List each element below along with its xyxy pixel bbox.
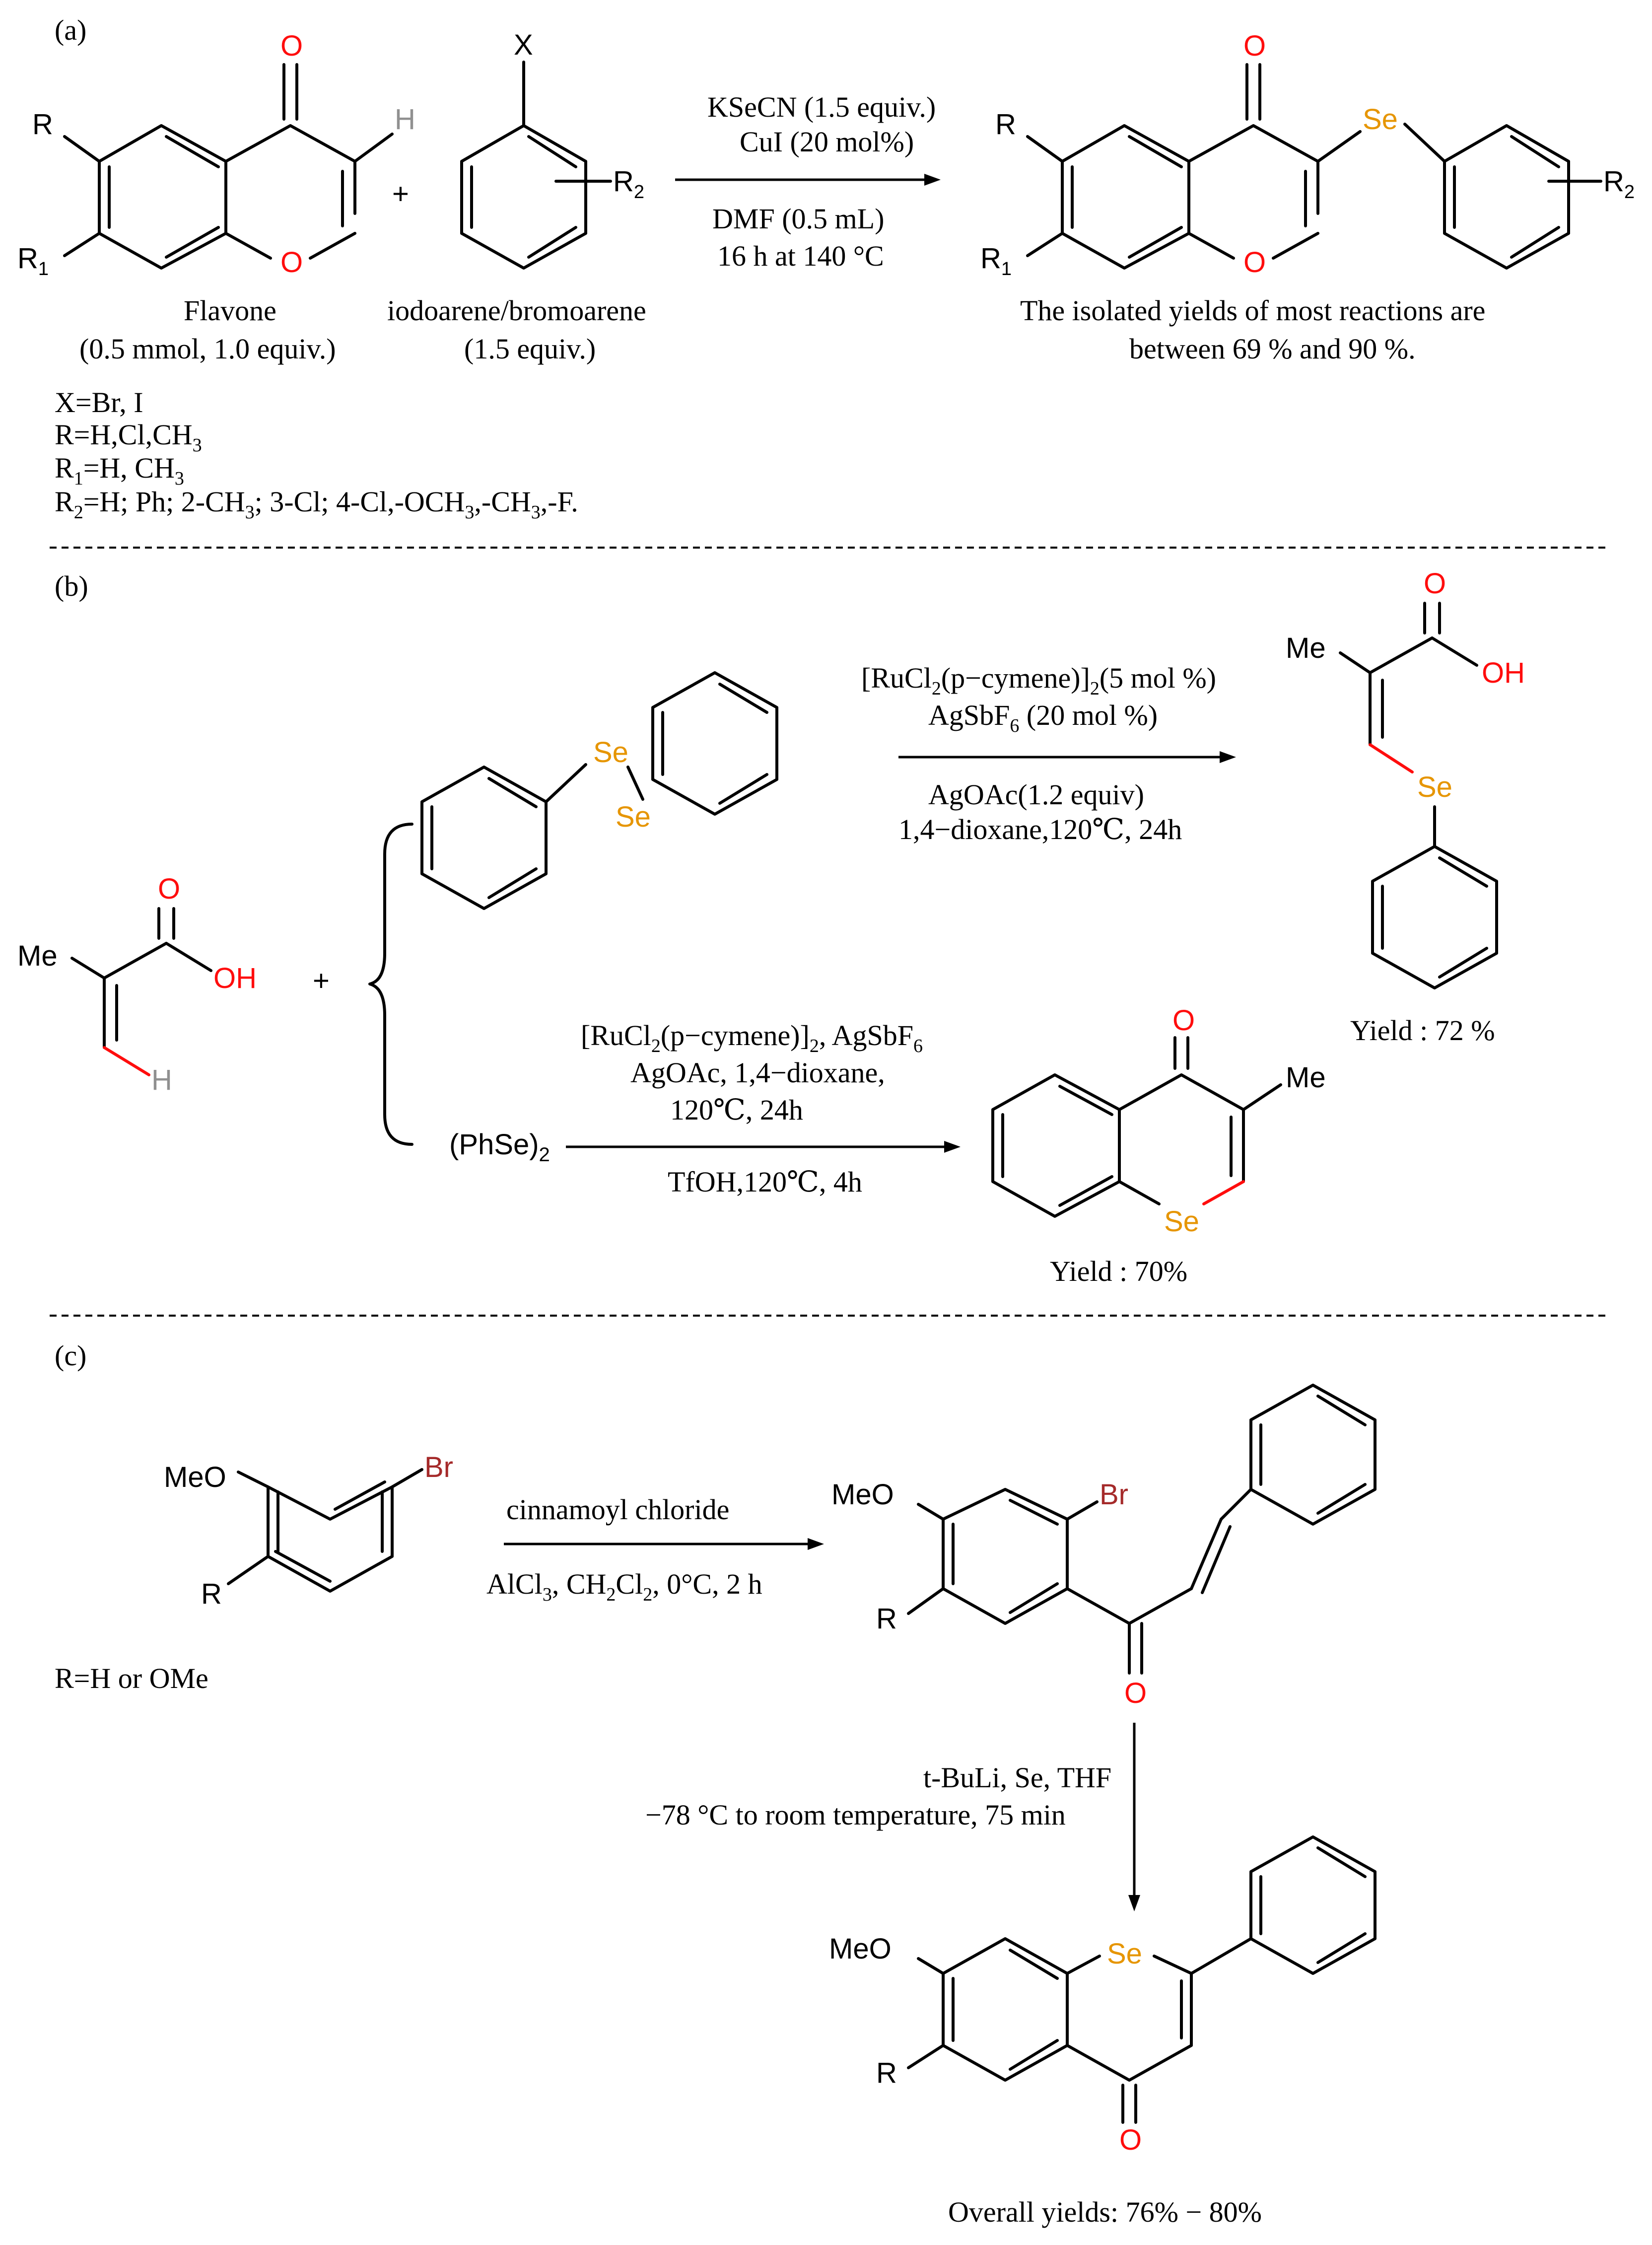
plus-a: +	[392, 178, 409, 210]
atom-r: R	[32, 108, 53, 140]
atom-r-c2: R	[876, 1603, 897, 1635]
yield-b-bot: Yield : 70%	[1050, 1255, 1187, 1287]
flavone-structure: O O H R R1	[17, 30, 415, 280]
atom-o-ring-p: O	[1243, 246, 1266, 279]
diphenyl-diselenide-structure: Se Se	[420, 671, 778, 910]
atom-h: H	[395, 103, 415, 136]
atom-r2-p: R2	[1603, 165, 1635, 203]
atom-o-acid: O	[158, 873, 180, 905]
atom-br-2: Br	[1100, 1478, 1128, 1511]
cond-c2-2: −78 °C to room temperature, 75 min	[645, 1799, 1066, 1831]
seleno-acrylic-acid-product: Me O OH Se	[1286, 567, 1525, 989]
atom-me-1: Me	[17, 940, 58, 972]
cond-b-top-1: [RuCl2(p−cymene)]2(5 mol %)	[861, 662, 1216, 699]
atom-r-c1: R	[201, 1578, 222, 1610]
flavone-amount: (0.5 mmol, 1.0 equiv.)	[79, 333, 336, 365]
cond-c1-below: AlCl3, CH2Cl2, 0°C, 2 h	[486, 1568, 762, 1605]
cond-c2-1: t-BuLi, Se, THF	[923, 1761, 1111, 1794]
haloarene-structure: X R2	[460, 29, 644, 270]
atom-r2: R2	[613, 165, 644, 203]
yield-b-top: Yield : 72 %	[1350, 1014, 1495, 1047]
atom-x: X	[514, 29, 533, 61]
cond-c1-above: cinnamoyl chloride	[506, 1493, 729, 1526]
atom-br-1: Br	[424, 1451, 453, 1483]
atom-r-c3: R	[876, 2057, 897, 2089]
atom-oh-acid: OH	[213, 962, 257, 994]
panel-c-label: (c)	[55, 1339, 86, 1372]
result-a-1: The isolated yields of most reactions ar…	[1020, 294, 1485, 327]
result-a-2: between 69 % and 90 %.	[1129, 333, 1416, 365]
atom-meo-2: MeO	[831, 1478, 894, 1511]
atom-meo-1: MeO	[164, 1461, 226, 1493]
atom-o-2: O	[1424, 567, 1446, 600]
panel-c: (c) MeO Br R R=H or OMe cinnamoyl chlori…	[55, 1339, 1377, 2228]
atom-h-b: H	[151, 1064, 172, 1096]
bromoanisole-structure: MeO Br R	[164, 1451, 453, 1610]
curly-brace	[368, 823, 413, 1146]
cond-a-4: 16 h at 140 °C	[717, 240, 884, 272]
atom-oh-2: OH	[1482, 657, 1525, 689]
atom-me-3: Me	[1286, 1061, 1326, 1094]
chalcone-intermediate: MeO Br R O	[831, 1384, 1377, 1709]
atom-r-p: R	[995, 108, 1016, 140]
atom-se-2: Se	[616, 801, 651, 833]
atom-se-a: Se	[1363, 103, 1398, 136]
subs-r: R=H,Cl,CH3	[55, 419, 202, 456]
selenochromone-product: O Me Se	[991, 1004, 1326, 1238]
cond-b-bot-2: AgOAc, 1,4−dioxane,	[630, 1056, 885, 1089]
subs-c: R=H or OMe	[55, 1662, 208, 1694]
panel-a: (a) O O H R R1 +	[17, 14, 1635, 523]
cond-b-top-2: AgSbF6 (20 mol %)	[928, 699, 1158, 736]
atom-se-3: Se	[1417, 771, 1452, 803]
plus-b: +	[313, 965, 330, 997]
atom-o-carbonyl-p: O	[1243, 30, 1266, 62]
panel-b-label: (b)	[55, 570, 88, 602]
panel-a-label: (a)	[55, 14, 86, 46]
subs-r1: R1=H, CH3	[55, 452, 184, 489]
yield-c: Overall yields: 76% − 80%	[948, 2196, 1262, 2228]
panel-b: (b) Me O OH H +	[17, 567, 1525, 1287]
selenoflavone-final-product: Se MeO R O	[829, 1835, 1377, 2156]
cond-a-1: KSeCN (1.5 equiv.)	[707, 91, 936, 123]
cond-b-bot-4: TfOH,120℃, 4h	[668, 1166, 862, 1198]
selenoflavone-product: O O Se R R1 R2	[980, 30, 1635, 280]
methacrylic-acid-structure: Me O OH H	[17, 873, 257, 1096]
atom-r1: R1	[17, 242, 49, 280]
atom-se-4: Se	[1164, 1205, 1199, 1238]
atom-o-c3: O	[1119, 2124, 1142, 2156]
atom-meo-3: MeO	[829, 1933, 892, 1965]
cond-b-top-3: AgOAc(1.2 equiv)	[928, 778, 1144, 811]
atom-se-1: Se	[593, 736, 628, 769]
subs-x: X=Br, I	[55, 386, 143, 419]
atom-o-3: O	[1172, 1004, 1195, 1037]
flavone-name: Flavone	[184, 294, 276, 327]
cond-b-bot-1: [RuCl2(p−cymene)]2, AgSbF6	[581, 1019, 923, 1056]
atom-r1-p: R1	[980, 242, 1012, 280]
cond-b-top-4: 1,4−dioxane,120℃, 24h	[898, 813, 1182, 845]
cond-b-bot-3: 120℃, 24h	[670, 1094, 803, 1126]
atom-se-5: Se	[1107, 1938, 1142, 1970]
haloarene-amount: (1.5 equiv.)	[464, 333, 596, 365]
cond-a-3: DMF (0.5 mL)	[712, 203, 884, 235]
atom-me-2: Me	[1286, 632, 1326, 664]
atom-o-carbonyl: O	[280, 30, 303, 62]
atom-o-ring: O	[280, 246, 303, 279]
cond-a-2: CuI (20 mol%)	[740, 126, 914, 158]
subs-r2: R2=H; Ph; 2-CH3; 3-Cl; 4-Cl,-OCH3,-CH3,-…	[55, 486, 578, 523]
haloarene-name: iodoarene/bromoarene	[387, 294, 646, 327]
reagent-phse2: (PhSe)2	[449, 1128, 550, 1166]
atom-o-c2: O	[1124, 1677, 1147, 1709]
